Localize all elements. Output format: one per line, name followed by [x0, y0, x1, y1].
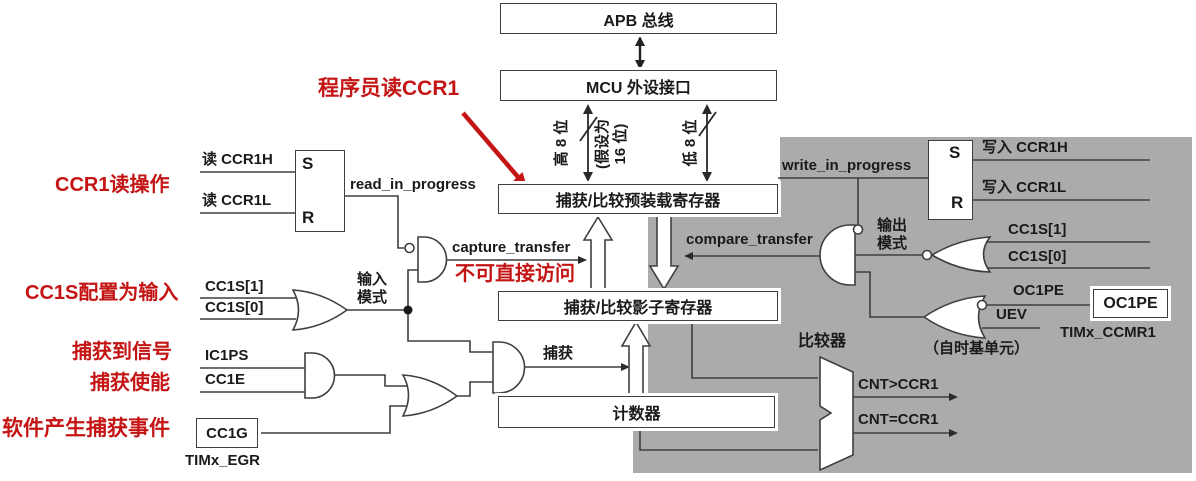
read-ccr1h-label: 读 CCR1H	[202, 151, 273, 168]
cc1s-input-or-gate	[291, 289, 349, 331]
note-not-directly-accessible: 不可直接访问	[455, 263, 575, 285]
preload-label: 捕获/比较预装载寄存器	[555, 193, 721, 210]
cc1s0-label: CC1S[0]	[205, 299, 264, 316]
signal-arrowheads	[578, 252, 958, 437]
latch-set-label: S	[949, 143, 961, 162]
compare-transfer-label: compare_transfer	[686, 231, 813, 248]
programmer-read-arrow	[461, 111, 527, 187]
capture-compare-shadow-register-block: 捕获/比较影子寄存器	[498, 291, 778, 321]
cnt-gt-ccr1-label: CNT>CCR1	[858, 376, 939, 393]
input-mode-label: 输入 模式	[356, 271, 387, 306]
register-transfer-arrows	[582, 214, 680, 396]
cc1s1-label: CC1S[1]	[1008, 221, 1067, 238]
apb-bus-block: APB 总线	[500, 3, 777, 34]
cc1g-label: CC1G	[206, 424, 248, 442]
high-byte-label: 高 8 位	[553, 119, 570, 167]
low-byte-label: 低 8 位	[682, 119, 699, 167]
cc1s1-label: CC1S[1]	[205, 278, 264, 295]
note-ccr1-read-operation: CCR1读操作	[55, 174, 170, 196]
shadow-label: 捕获/比较影子寄存器	[563, 300, 713, 317]
time-base-unit-label: （自时基单元）	[924, 340, 1030, 357]
counter-to-shadow-arrow	[620, 320, 652, 396]
latch-reset-label: R	[951, 193, 964, 212]
latch-set-label: S	[302, 154, 314, 173]
note-programmer-read-ccr1: 程序员读CCR1	[318, 77, 460, 100]
capture-enable-and-gate	[304, 352, 336, 399]
apb-mcu-bus-arrowheads	[635, 36, 645, 70]
inverter-bubble	[921, 249, 933, 261]
timx-ccmr1-label: TIMx_CCMR1	[1060, 324, 1156, 341]
uev-label: UEV	[996, 306, 1027, 323]
cc1g-bit-block: CC1G	[196, 418, 258, 448]
note-capture-enable: 捕获使能	[90, 372, 170, 394]
read-in-progress-latch	[295, 150, 345, 232]
logic-gates	[291, 224, 992, 472]
latch-reset-label: R	[302, 208, 315, 227]
counter-block: 计数器	[498, 396, 775, 428]
read-ccr1l-label: 读 CCR1L	[202, 192, 272, 209]
write-in-progress-latch	[928, 140, 973, 220]
capture-transfer-label: capture_transfer	[452, 239, 571, 256]
shadow-to-preload-arrow	[582, 215, 614, 292]
capture-and-gate	[492, 341, 526, 394]
counter-label: 计数器	[612, 406, 661, 423]
oc1pe-bit-block: OC1PE	[1093, 289, 1168, 318]
output-mode-label: 输出 模式	[876, 217, 907, 252]
inverter-bubble	[404, 242, 415, 254]
oc1pe-uev-or-gate	[922, 295, 987, 339]
preload-to-shadow-arrow	[648, 214, 680, 291]
wires	[200, 159, 1150, 451]
ic1ps-label: IC1PS	[205, 347, 249, 364]
comparator-shape	[819, 355, 854, 472]
note-cc1s-configured-as-input: CC1S配置为输入	[25, 282, 179, 304]
byte-bus-arrowheads	[583, 104, 712, 182]
write-in-progress-label: write_in_progress	[782, 157, 912, 174]
note-capture-signal-detected: 捕获到信号	[72, 341, 172, 363]
read-in-progress-label: read_in_progress	[350, 176, 476, 193]
oc1pe-label: OC1PE	[1103, 294, 1158, 312]
capture-event-or-gate	[401, 374, 459, 417]
capture-label: 捕获	[543, 345, 574, 362]
assumed-16bit-label: (假设为 16 位)	[594, 119, 629, 169]
inverter-bubble	[976, 299, 988, 311]
note-software-capture-event: 软件产生捕获事件	[2, 417, 170, 440]
capture-transfer-and-gate	[417, 236, 448, 283]
wire-junction-dot	[403, 305, 413, 315]
cc1s0-label: CC1S[0]	[1008, 248, 1067, 265]
oc1pe-signal-label: OC1PE	[1013, 282, 1064, 299]
write-ccr1l-label: 写入 CCR1L	[982, 179, 1067, 196]
mcu-iface-label: MCU 外设接口	[586, 79, 691, 97]
write-ccr1h-label: 写入 CCR1H	[982, 139, 1068, 156]
inverter-bubble	[852, 224, 864, 235]
apb-bus-label: APB 总线	[603, 12, 674, 30]
capture-compare-preload-register-block: 捕获/比较预装载寄存器	[498, 184, 778, 214]
output-mode-nor-gate	[930, 236, 992, 273]
comparator-label: 比较器	[798, 333, 847, 350]
compare-transfer-and-gate	[819, 224, 856, 286]
byte-bus-arrows	[579, 111, 717, 174]
cnt-eq-ccr1-label: CNT=CCR1	[858, 411, 939, 428]
timx-egr-label: TIMx_EGR	[185, 452, 261, 469]
mcu-peripheral-interface-block: MCU 外设接口	[500, 70, 777, 101]
cc1e-label: CC1E	[205, 371, 246, 388]
gray-region	[633, 137, 1192, 473]
